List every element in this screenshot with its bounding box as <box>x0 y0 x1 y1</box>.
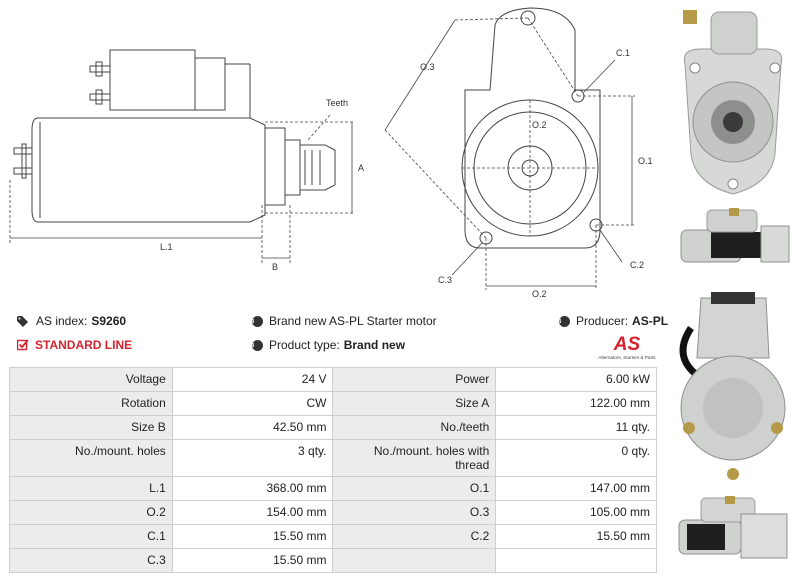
spec-value: 3 qty. <box>171 439 334 477</box>
producer-row: i Producer: AS-PL <box>559 314 668 328</box>
product-type-label: Product type: <box>269 338 340 352</box>
product-description: Brand new AS-PL Starter motor <box>269 314 437 328</box>
product-type-value: Brand new <box>343 338 406 352</box>
spec-label: O.3 <box>332 500 497 525</box>
spec-value: 147.00 mm <box>495 476 657 501</box>
spec-label: C.2 <box>332 524 497 549</box>
product-type-row: i Product type: Brand new <box>252 338 405 352</box>
spec-value: 368.00 mm <box>171 476 334 501</box>
info-icon: i <box>559 315 570 327</box>
spec-value: 0 qty. <box>495 439 657 477</box>
photo-front-view <box>683 10 783 195</box>
spec-label: Voltage <box>9 367 173 392</box>
as-index-row: AS index: S9260 <box>17 314 126 328</box>
as-index-value: S9260 <box>91 314 127 328</box>
as-index-label: AS index: <box>36 314 88 328</box>
spec-value: 11 qty. <box>495 415 657 440</box>
spec-label: No./mount. holes <box>9 439 173 477</box>
spec-value: 42.50 mm <box>171 415 334 440</box>
standard-line-label: STANDARD LINE <box>35 338 133 352</box>
tag-icon <box>17 315 28 327</box>
spec-value: 122.00 mm <box>495 391 657 416</box>
as-pl-logo: AS Alternators, Starters & Parts <box>598 334 656 360</box>
photo-rear-view <box>679 292 786 480</box>
label-l1: L.1 <box>160 242 173 252</box>
spec-value: CW <box>171 391 334 416</box>
label-c1: C.1 <box>616 48 630 58</box>
spec-label: Size A <box>332 391 497 416</box>
svg-text:AS: AS <box>613 334 641 355</box>
spec-label: Rotation <box>9 391 173 416</box>
spec-value <box>495 548 657 573</box>
label-o2: O.2 <box>532 289 547 299</box>
label-teeth: Teeth <box>326 98 348 108</box>
producer-value: AS-PL <box>632 314 669 328</box>
label-o1: O.1 <box>638 156 653 166</box>
spec-value: 154.00 mm <box>171 500 334 525</box>
spec-label: Size B <box>9 415 173 440</box>
spec-label: C.3 <box>9 548 173 573</box>
spec-value: 15.50 mm <box>171 548 334 573</box>
technical-drawing: Teeth A L.1 B O.3 C.1 O.1 O.2 C.2 C.3 <box>9 7 653 299</box>
spec-label: No./teeth <box>332 415 497 440</box>
standard-line-row: STANDARD LINE <box>17 338 132 352</box>
info-icon: i <box>252 315 263 327</box>
spec-label: No./mount. holes with thread <box>332 439 497 477</box>
spec-value: 105.00 mm <box>495 500 657 525</box>
product-photos <box>665 0 800 577</box>
check-square-icon <box>17 339 29 351</box>
photo-side-view-2 <box>678 496 788 559</box>
spec-value: 15.50 mm <box>171 524 334 549</box>
svg-text:Alternators, Starters & Parts: Alternators, Starters & Parts <box>598 355 656 360</box>
photo-side-view <box>680 208 790 263</box>
spec-label: O.1 <box>332 476 497 501</box>
motor-body-outline <box>31 117 266 223</box>
label-c2: C.2 <box>630 260 644 270</box>
label-a: A <box>358 163 364 173</box>
label-o2-inner: O.2 <box>532 120 547 130</box>
solenoid-outline <box>109 49 196 111</box>
description-row: i Brand new AS-PL Starter motor <box>252 314 437 328</box>
spec-value: 15.50 mm <box>495 524 657 549</box>
producer-label: Producer: <box>576 314 629 328</box>
spec-label: O.2 <box>9 500 173 525</box>
label-c3: C.3 <box>438 275 452 285</box>
spec-label: C.1 <box>9 524 173 549</box>
spec-label <box>332 548 497 573</box>
spec-value: 24 V <box>171 367 334 392</box>
info-icon: i <box>252 339 263 351</box>
label-o3: O.3 <box>420 62 435 72</box>
spec-label: Power <box>332 367 497 392</box>
spec-value: 6.00 kW <box>495 367 657 392</box>
label-b: B <box>272 262 278 272</box>
spec-label: L.1 <box>9 476 173 501</box>
